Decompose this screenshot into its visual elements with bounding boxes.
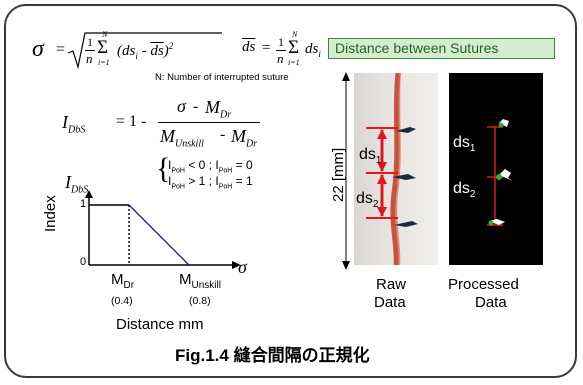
proc-ds1-label: ds1 [453, 134, 476, 155]
brace: { [156, 152, 171, 185]
formula-note: N: Number of interrupted suture [155, 72, 289, 83]
frac-bar [85, 50, 95, 51]
num-sigma: σ [177, 96, 186, 116]
panel-title-box [328, 38, 555, 59]
tick-0: 0 [80, 256, 87, 268]
sum-symbol: Σ [97, 37, 109, 58]
ds-bar: ds [242, 39, 256, 55]
processed-label-line1: Processed [448, 276, 519, 293]
index-lhs: IDbS [62, 112, 86, 136]
ds-sum-upper: N [292, 30, 298, 39]
index-eq: = 1 - [116, 113, 147, 130]
ds-bar-equals: = [262, 40, 271, 56]
graph-xlabel: Distance mm [116, 316, 204, 333]
ds-frac-n: n [277, 51, 284, 66]
tick-1: 1 [80, 198, 87, 210]
ds-sum-lower: i=1 [288, 58, 300, 67]
processed-data-image [449, 73, 543, 265]
num-minus: - [193, 98, 199, 115]
ds-frac-bar [276, 50, 286, 51]
frac-one: 1 [87, 35, 93, 49]
ds-term: dsi [305, 41, 321, 59]
graph-ylabel-italic: IDbS [65, 172, 89, 196]
scale-bar [342, 72, 350, 270]
num-m: MDr [205, 97, 232, 121]
ds-frac-one: 1 [278, 35, 284, 49]
ds-sum-symbol: Σ [288, 37, 300, 58]
sqrt-sign [67, 32, 222, 70]
equals-sign: = [56, 41, 66, 58]
processed-label-line2: Data [475, 294, 507, 311]
panel-title: Distance between Sutures [335, 40, 499, 56]
den-minus: - [220, 126, 226, 143]
scale-label: 22 [mm] [330, 147, 347, 202]
index-slope [128, 204, 190, 266]
den-m2: MDr [231, 126, 258, 150]
x-arrow-label: σ [238, 257, 247, 277]
m-unskill-value: (0.8) [189, 295, 211, 307]
den-m1: MUnskill [160, 126, 204, 150]
graph-ylabel: Index [42, 195, 59, 232]
raw-ds2-label: ds2 [356, 190, 379, 211]
figure-caption: Fig.1.4 縫合間隔の正規化 [175, 346, 370, 365]
graph-plot [85, 190, 241, 269]
condition-2: IPoH > 1 ; IPoH = 1 [168, 174, 253, 191]
m-unskill-label: MUnskill [179, 271, 221, 291]
sum-upper: N [102, 30, 108, 39]
index-frac-bar [158, 122, 260, 124]
proc-ds2-label: ds2 [453, 180, 476, 201]
raw-label-line1: Raw [376, 276, 407, 293]
x-axis-arrow [232, 261, 241, 269]
m-dr-value: (0.4) [111, 295, 133, 307]
raw-label-line2: Data [374, 294, 406, 311]
frac-n: n [86, 51, 93, 66]
sum-lower: i=1 [98, 58, 110, 67]
raw-ds1-label: ds1 [359, 146, 382, 167]
m-dr-label: MDr [111, 271, 135, 291]
sum-term: (dsi - ds)2 [117, 41, 174, 61]
raw-data-image [354, 73, 438, 265]
sigma-symbol: σ [32, 36, 44, 62]
condition-1: IPoH < 0 ; IPoH = 0 [168, 158, 253, 175]
